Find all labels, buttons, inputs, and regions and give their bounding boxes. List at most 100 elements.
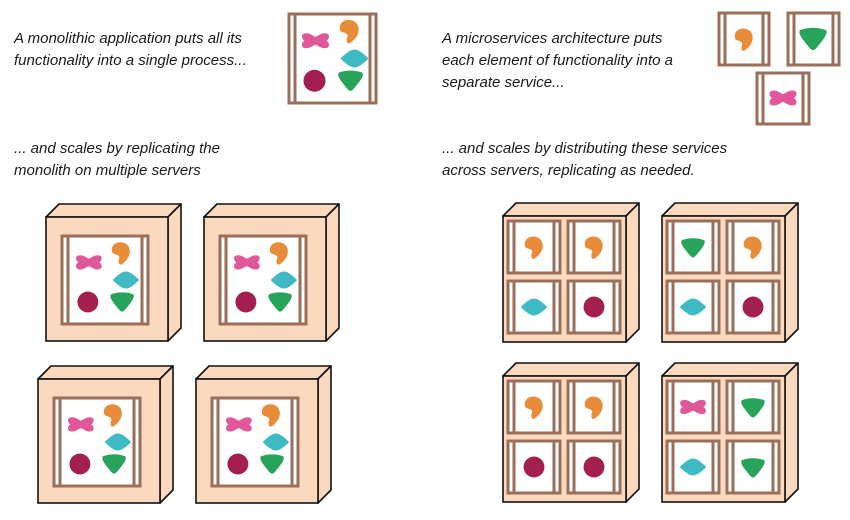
server-side (784, 362, 799, 503)
microservices-server (661, 202, 799, 343)
caption-monolith: A monolithic application puts all its fu… (14, 28, 247, 72)
server-top (203, 203, 340, 218)
crimson-circle-icon (742, 296, 764, 318)
pink-blob-icon (680, 399, 706, 415)
monolith-server (45, 203, 182, 342)
microservice-process (786, 11, 841, 67)
microservices-server (661, 362, 799, 503)
pink-blob-icon (769, 90, 797, 106)
crimson-circle-icon (69, 453, 91, 475)
crimson-circle-icon (303, 69, 326, 92)
teal-diamond-icon (679, 458, 707, 476)
crimson-circle-icon (583, 296, 605, 318)
teal-diamond-icon (340, 49, 369, 68)
crimson-circle-icon (77, 291, 99, 313)
microservice-process (755, 71, 811, 126)
orange-blob-icon (261, 404, 280, 427)
server-top (195, 365, 332, 380)
green-triangle-icon (741, 398, 765, 418)
teal-diamond-icon (112, 271, 140, 289)
microservice-process (566, 379, 622, 435)
server-side (625, 362, 640, 503)
monolith-process (218, 234, 308, 326)
microservice-process (725, 439, 781, 495)
teal-diamond-icon (104, 433, 132, 451)
microservice-process (665, 279, 721, 335)
green-triangle-icon (799, 27, 827, 51)
teal-diamond-icon (262, 433, 290, 451)
orange-blob-icon (584, 396, 603, 419)
crimson-circle-icon (235, 291, 257, 313)
caption-monolith-scaling: ... and scales by replicating the monoli… (14, 138, 220, 182)
green-triangle-icon (110, 292, 134, 312)
pink-blob-icon (225, 417, 252, 432)
crimson-circle-icon (227, 453, 249, 475)
orange-blob-icon (524, 236, 543, 259)
server-top (502, 362, 640, 377)
microservice-process (566, 279, 622, 335)
pink-blob-icon (67, 417, 94, 432)
monolith-server (195, 365, 332, 504)
green-triangle-icon (102, 454, 126, 474)
microservice-process (717, 11, 771, 67)
caption-line: each element of functionality into a (442, 52, 673, 69)
monolith-process (60, 234, 150, 326)
server-top (502, 202, 640, 217)
green-triangle-icon (268, 292, 292, 312)
orange-blob-icon (269, 242, 288, 265)
caption-line: A microservices architecture puts (442, 30, 663, 47)
microservice-process (506, 219, 562, 275)
orange-blob-icon (743, 236, 762, 259)
crimson-circle-icon (523, 456, 545, 478)
caption-line: ... and scales by distributing these ser… (442, 140, 728, 157)
server-side (625, 202, 640, 343)
green-triangle-icon (741, 458, 765, 478)
caption-microservices: A microservices architecture puts each e… (442, 28, 673, 94)
orange-blob-icon (103, 404, 122, 427)
microservice-process (506, 439, 562, 495)
monolith-process (52, 396, 142, 488)
pink-blob-icon (75, 255, 102, 270)
server-top (45, 203, 182, 218)
microservice-process (506, 379, 562, 435)
caption-line: ... and scales by replicating the (14, 140, 220, 157)
microservice-process (725, 379, 781, 435)
microservices-server (502, 202, 640, 343)
caption-line: monolith on multiple servers (14, 162, 201, 179)
microservices-server (502, 362, 640, 503)
server-top (661, 202, 799, 217)
green-triangle-icon (260, 454, 284, 474)
microservice-process (665, 379, 721, 435)
server-side (784, 202, 799, 343)
caption-line: separate service... (442, 74, 565, 91)
server-side (159, 365, 174, 504)
monolith-server (37, 365, 174, 504)
microservice-process (566, 219, 622, 275)
microservice-process (725, 219, 781, 275)
caption-line: across servers, replicating as needed. (442, 162, 695, 179)
orange-blob-icon (111, 242, 130, 265)
monolith-process (287, 12, 378, 105)
caption-microservices-scaling: ... and scales by distributing these ser… (442, 138, 727, 182)
green-triangle-icon (681, 238, 705, 258)
teal-diamond-icon (520, 298, 548, 316)
orange-blob-icon (339, 19, 359, 44)
orange-blob-icon (524, 396, 543, 419)
server-side (167, 203, 182, 342)
orange-blob-icon (584, 236, 603, 259)
microservice-process (506, 279, 562, 335)
caption-line: functionality into a single process... (14, 52, 247, 69)
crimson-circle-icon (583, 456, 605, 478)
pink-blob-icon (233, 255, 260, 270)
microservice-process (725, 279, 781, 335)
teal-diamond-icon (679, 298, 707, 316)
server-top (37, 365, 174, 380)
microservice-process (665, 219, 721, 275)
server-top (661, 362, 799, 377)
teal-diamond-icon (270, 271, 298, 289)
microservice-process (566, 439, 622, 495)
microservice-process (665, 439, 721, 495)
caption-line: A monolithic application puts all its (14, 30, 242, 47)
monolith-process (210, 396, 300, 488)
